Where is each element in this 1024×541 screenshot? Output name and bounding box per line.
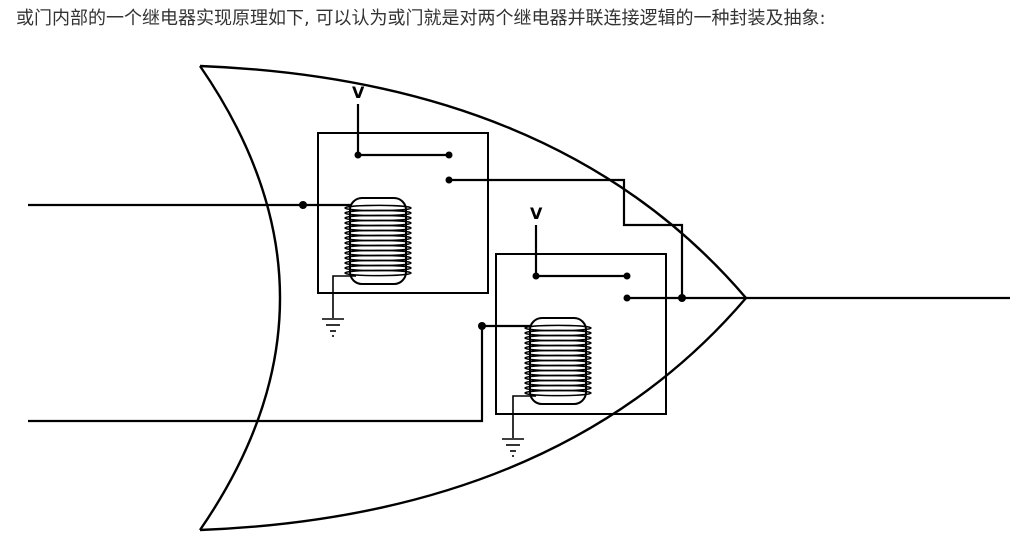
- relay-bottom-ground-icon: [502, 438, 524, 457]
- relay-top-output-wire: [449, 178, 684, 298]
- or-gate-bottom-curve: [199, 297, 747, 532]
- relay-top-contact-upper: [445, 151, 453, 159]
- relay-top: V: [317, 83, 684, 337]
- output-junction: [678, 294, 686, 302]
- input-b-line: [28, 324, 538, 423]
- or-gate-outline: [199, 64, 747, 532]
- relay-top-ground-icon: [322, 318, 344, 337]
- or-gate-top-curve: [199, 64, 747, 299]
- input-a-junction: [299, 201, 307, 209]
- relay-bottom-contact-upper: [623, 272, 631, 280]
- relay-bottom-ground-wire: [512, 395, 536, 438]
- relay-top-ground-wire: [332, 275, 356, 318]
- relay-bottom: V: [495, 204, 686, 457]
- caption-text: 或门内部的一个继电器实现原理如下, 可以认为或门就是对两个继电器并联连接逻辑的一…: [16, 8, 826, 29]
- or-gate-back-curve: [199, 65, 282, 531]
- relay-top-coil-windings: [344, 204, 412, 277]
- coil-winding: [344, 269, 412, 277]
- relay-bottom-coil-windings: [524, 324, 592, 397]
- input-b-junction: [478, 322, 486, 330]
- relay-bottom-box: [495, 253, 667, 415]
- coil-winding: [524, 389, 592, 397]
- relay-top-pivot: [354, 151, 362, 159]
- relay-top-supply-label: V: [352, 83, 365, 102]
- relay-top-box: [317, 132, 489, 294]
- relay-bottom-pivot: [532, 272, 540, 280]
- relay-bottom-supply-label: V: [530, 204, 543, 223]
